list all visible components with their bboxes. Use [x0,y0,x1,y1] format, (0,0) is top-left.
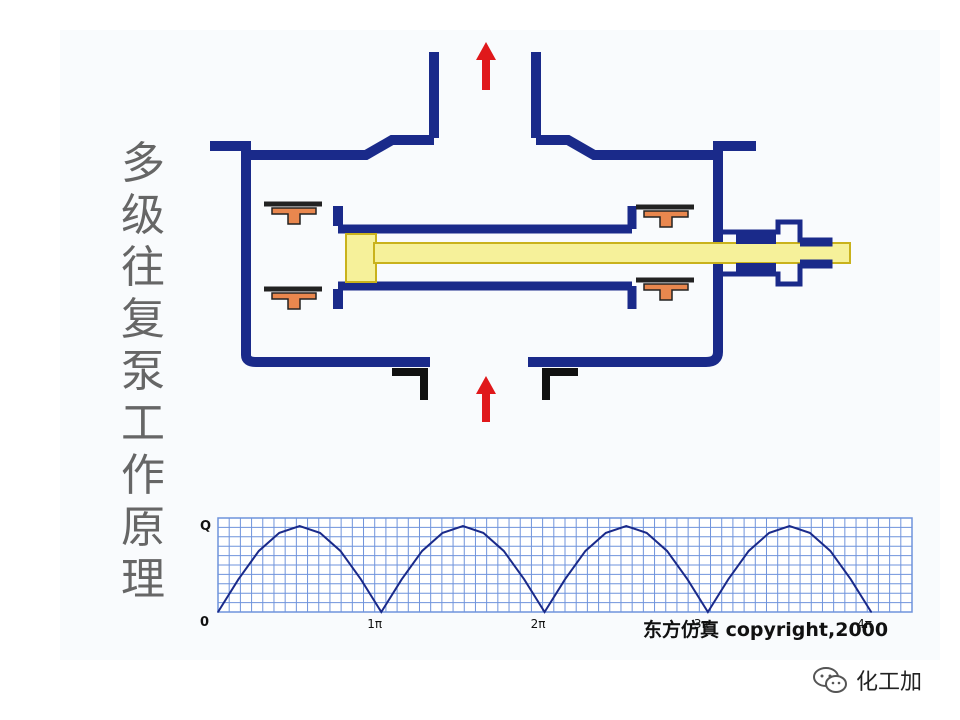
flow-point [441,532,444,534]
flow-point [686,578,689,581]
suction-flange-left [392,368,428,400]
y-tick-label-top: Q [200,519,211,534]
flow-point [870,611,872,613]
title-char-5: 工 [121,398,165,449]
title-char-3: 复 [121,294,165,345]
gland-outline [722,219,833,287]
flow-point [400,578,403,581]
title-char-2: 往 [121,242,165,293]
gland-packing-bottom [736,263,776,273]
watermark: 化工加 [812,664,922,696]
pump-casing [210,135,756,367]
cylinder [333,206,637,309]
discharge-up-arrow-icon [476,42,496,90]
flow-point [747,550,750,552]
suction-flange-right [542,368,578,400]
flow-point [523,578,525,581]
valve-plate [643,210,689,228]
flow-point [217,611,219,613]
flow-point [421,550,423,552]
flow-point [625,525,628,527]
flow-curve-points [217,525,872,613]
piston-rod [345,233,851,283]
x-tick-label: 1π [367,617,382,631]
casing-left-wall [210,141,430,367]
valve-3 [636,277,694,301]
wechat-icon [813,667,847,693]
flow-point [462,525,464,527]
flow-point [666,550,668,552]
valve-2 [636,204,694,228]
flow-point [645,532,648,534]
valve-plate [271,292,317,310]
flow-point [543,611,546,613]
up-arrow-icon [476,42,496,90]
valve-1 [264,286,322,310]
piston-head [345,233,377,283]
chart-tick-labels: Q 0 1π 2π 3π 4π [200,519,872,631]
flow-point [809,532,811,534]
flow-point [707,611,709,613]
title-char-0: 多 [121,138,165,189]
flow-point [605,532,607,534]
flow-point [584,550,587,552]
flow-point [360,578,362,581]
suction-up-arrow-icon [476,376,496,422]
flow-point [502,550,505,552]
discharge-pipe [429,52,541,138]
chart-grid [217,517,913,613]
piston-rod-shaft [373,242,851,264]
valves [264,201,694,310]
valve-0 [264,201,322,225]
gland-packing-top [736,234,776,244]
copyright-caption: 东方仿真 copyright,2000 [643,618,888,641]
flow-point [727,578,730,581]
watermark-text: 化工加 [856,670,923,695]
flow-point [237,578,240,581]
valve-plate [271,207,317,225]
title-char-4: 泵 [121,346,165,397]
x-tick-label: 4π [857,617,872,631]
vertical-title: 多级往复泵工作原理 [118,138,168,606]
casing-top [246,135,718,160]
flow-point [258,550,260,552]
flow-point [829,550,832,552]
title-char-6: 作 [121,450,165,501]
casing-right-wall [528,141,756,367]
title-char-7: 原 [121,502,165,553]
packing-gland [722,219,833,287]
flow-point [319,532,321,534]
flow-point [339,550,342,552]
flow-point [564,578,566,581]
flow-point [482,532,485,534]
suction-port [392,368,578,400]
flow-rate-chart: Q 0 1π 2π 3π 4π [200,517,913,631]
flow-point [298,525,301,527]
x-tick-label: 2π [531,617,546,631]
flow-point [278,532,281,534]
valve-plate [643,283,689,301]
flow-point [380,611,383,613]
x-tick-label: 3π [694,617,709,631]
flow-point [788,525,791,527]
title-char-8: 理 [121,554,165,605]
title-char-1: 级 [121,190,165,241]
y-tick-label-bottom: 0 [200,615,209,630]
up-arrow-icon [476,376,496,422]
flow-point [768,532,770,534]
flow-point [849,578,852,581]
